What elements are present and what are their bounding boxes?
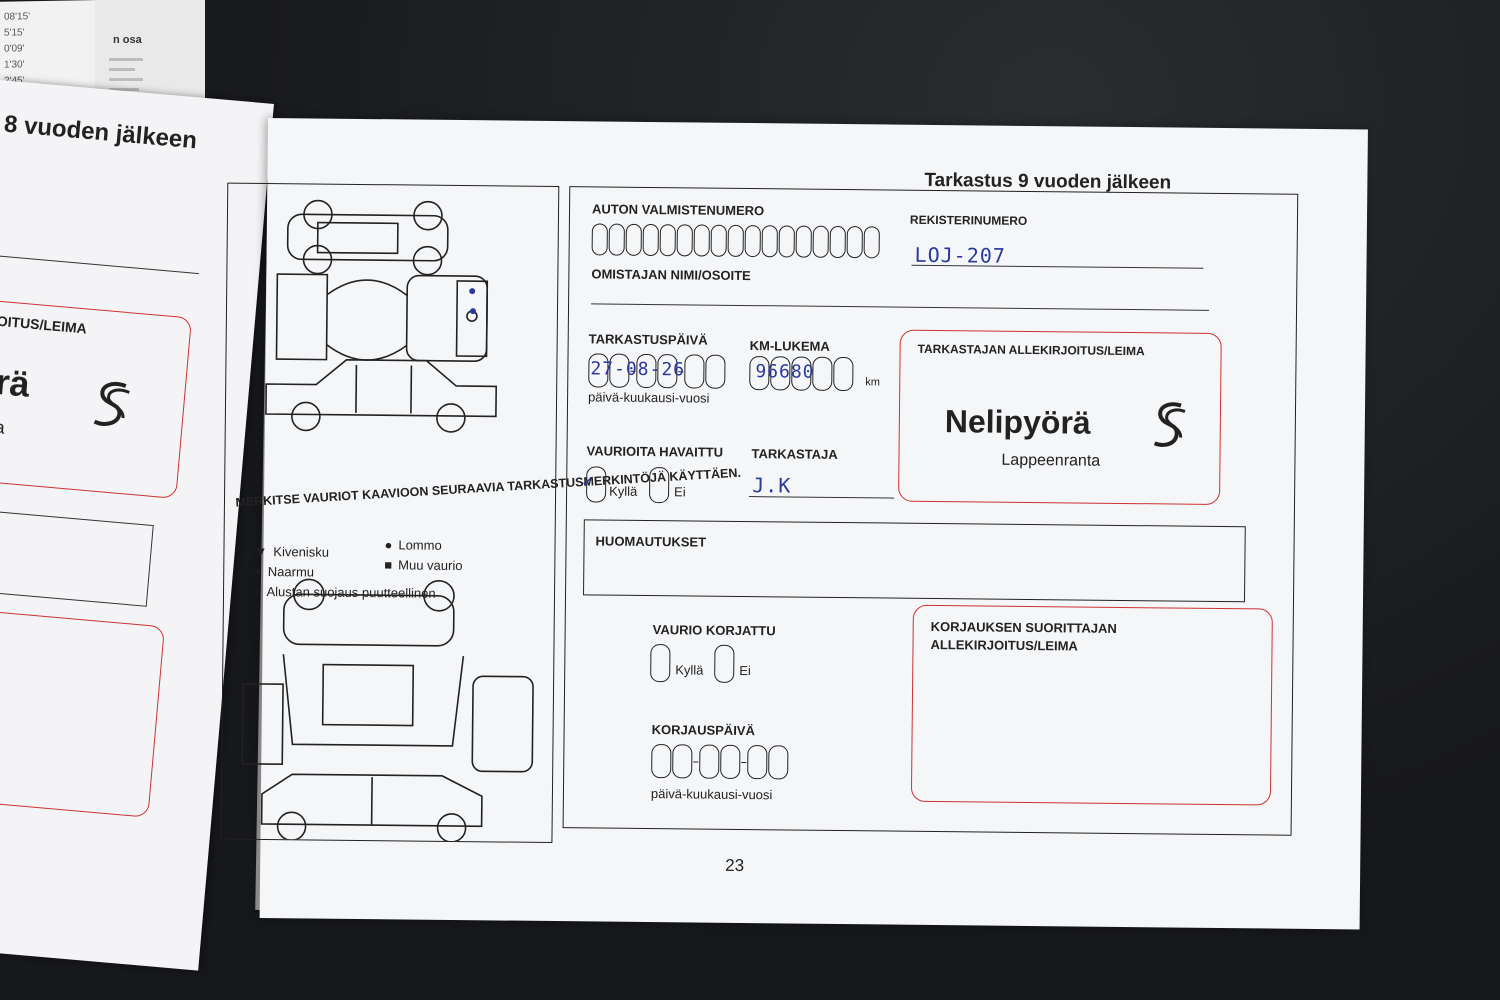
odometer-value: 96680 [755, 361, 815, 383]
scratch-icon: + [254, 563, 262, 579]
section-label: n osa [113, 34, 142, 46]
repair-date-field[interactable] [651, 744, 789, 780]
legend-item: +Naarmu [254, 563, 315, 580]
legend-item: ▼Kivenisku [254, 543, 330, 560]
car-diagram-frame: MERKITSE VAURIOT KAAVIOON SEURAAVIA TARK… [220, 182, 741, 844]
odometer-label: KM-LUKEMA [749, 338, 830, 354]
time-entry: 08'15' [4, 11, 31, 23]
repair-date-label: KORJAUSPÄIVÄ [651, 722, 755, 739]
nelipyora-logo-icon [93, 382, 130, 426]
repaired-yes-label: Kyllä [675, 662, 704, 678]
odometer-unit: km [865, 376, 880, 389]
arrow-up-icon: ↑ [253, 583, 261, 599]
damage-no-label: Ei [674, 484, 686, 500]
vin-label: AUTON VALMISTENUMERO [591, 201, 765, 219]
inspector-label: TARKASTAJA [751, 446, 838, 462]
other-damage-icon: ■ [384, 557, 393, 573]
inspector-signature-label: TARKASTAJAN ALLEKIRJOITUS/LEIMA [917, 341, 1145, 359]
notes-box-left [0, 507, 154, 607]
damage-yes-label: Kyllä [609, 483, 638, 499]
time-entry: 0'09' [4, 43, 25, 55]
repaired-label: VAURIO KORJATTU [652, 622, 776, 639]
time-entry: 5'15' [4, 27, 25, 39]
damage-no-checkbox[interactable] [648, 467, 670, 504]
stamp-brand: Nelipyörä [944, 403, 1091, 441]
legend-item: ↑Alustan suojaus puutteellinen [253, 583, 436, 601]
nelipyora-logo-icon [1153, 402, 1186, 447]
car-damage-diagram [241, 199, 534, 843]
inspector-value[interactable]: J.K [752, 473, 792, 498]
repaired-yes-checkbox[interactable] [650, 644, 671, 683]
repairer-signature-label: KORJAUKSEN SUORITTAJAN ALLEKIRJOITUS/LEI… [930, 618, 1117, 654]
underline [0, 254, 199, 275]
legend-item: ●Lommo [384, 537, 442, 553]
notes-label: HUOMAUTUKSET [595, 533, 707, 550]
repair-box-left [0, 605, 166, 818]
repaired-no-label: Ei [739, 662, 751, 679]
stamp-city: Lappeenranta [1001, 451, 1101, 470]
dent-icon: ● [384, 537, 393, 553]
inspection-date-label: TARKASTUSPÄIVÄ [588, 331, 708, 348]
page-number: 23 [725, 855, 745, 876]
time-entry: 1'30' [4, 59, 25, 71]
damage-found-label: VAURIOITA HAVAITTU [586, 443, 724, 460]
date-format-label: päivä-kuukausi-vuosi [588, 389, 710, 406]
stamp-brand-left: örä [0, 358, 32, 405]
reg-label: REKISTERINUMERO [909, 212, 1028, 228]
inspection-date-value: 27-08-26 [590, 358, 686, 381]
notes-field[interactable] [583, 519, 1246, 603]
vin-field[interactable] [591, 223, 880, 259]
check-mark: ✓ [582, 471, 595, 493]
legend-item: ■Muu vaurio [384, 557, 463, 574]
repaired-no-checkbox[interactable] [714, 644, 735, 683]
repair-date-format: päivä-kuukausi-vuosi [650, 786, 773, 803]
owner-label: OMISTAJAN NIMI/OSOITE [591, 266, 751, 284]
left-page: 8 vuoden jälkeen Z RJOITUS/LEIMA örä ant… [0, 80, 274, 971]
left-page-title: 8 vuoden jälkeen [3, 110, 199, 155]
right-page: Tarkastus 9 vuoden jälkeen [220, 118, 1368, 930]
stone-chip-icon: ▼ [254, 543, 268, 560]
